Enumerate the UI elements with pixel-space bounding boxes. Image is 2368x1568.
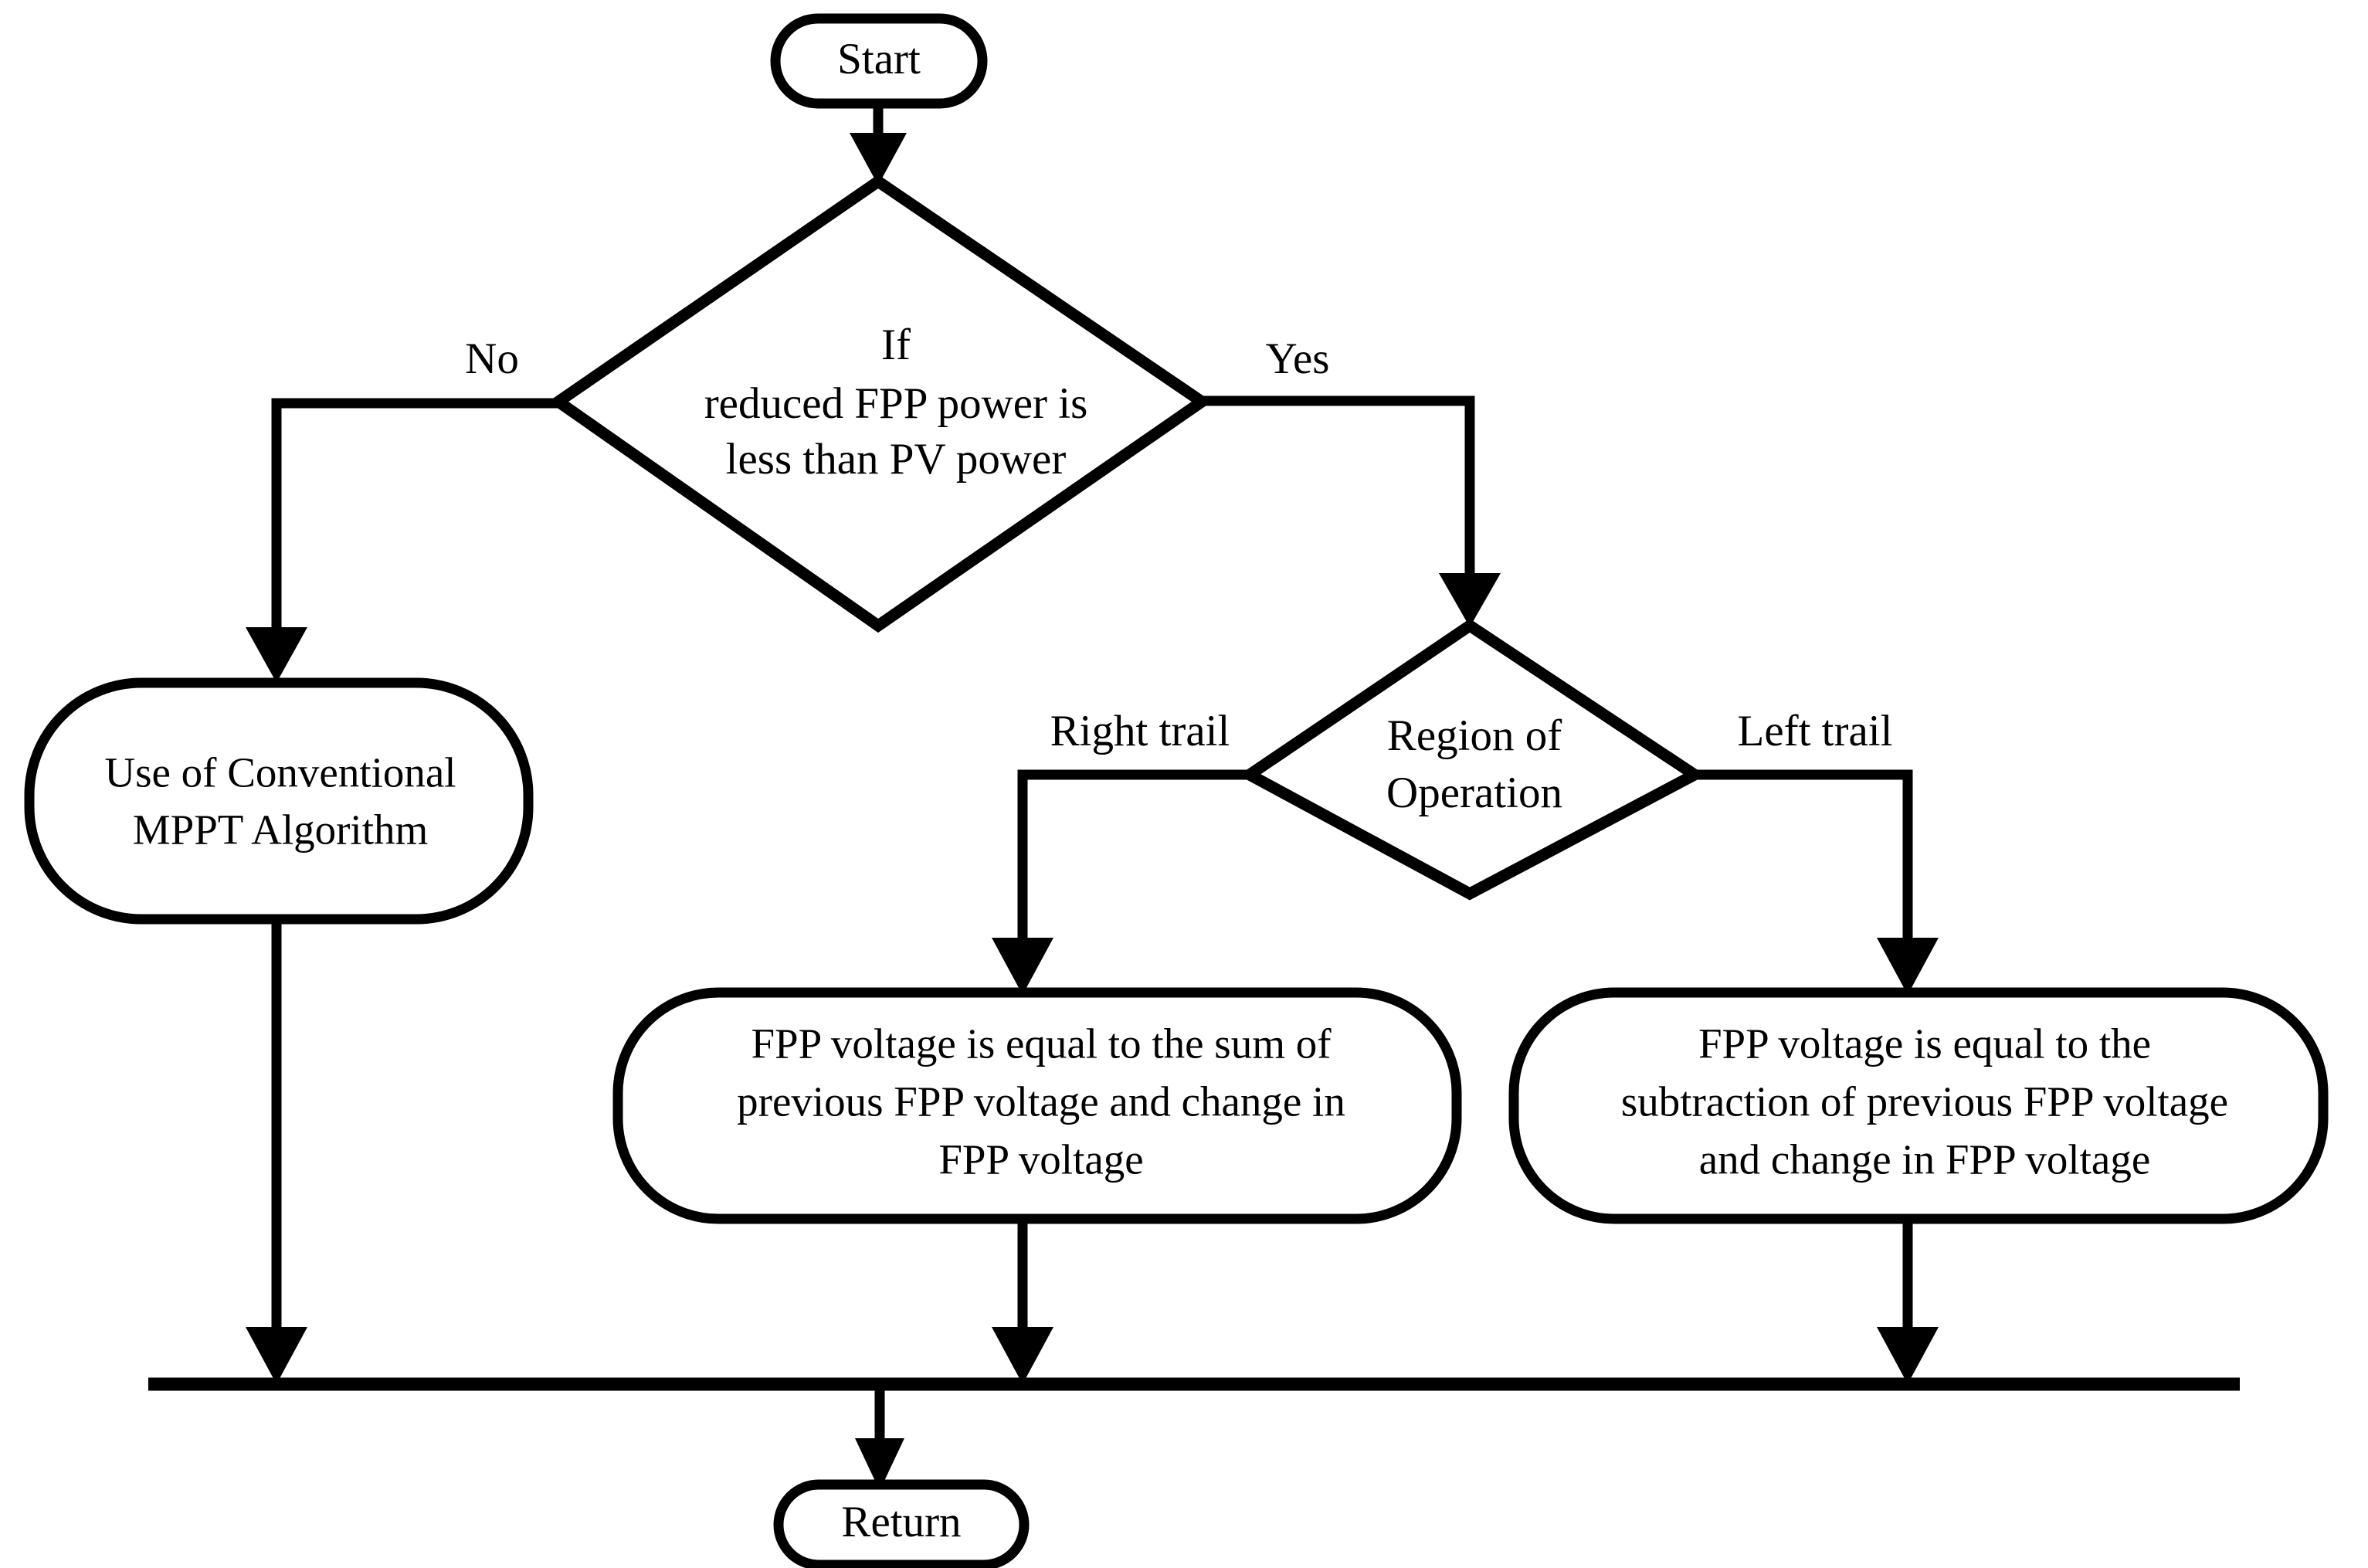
- edge-mppt-to-merge-bus: [246, 919, 307, 1384]
- sum-box-line-1: FPP voltage is equal to the sum of: [751, 1020, 1332, 1067]
- sub-box-line-3: and change in FPP voltage: [1699, 1136, 2151, 1183]
- sub-box-shape: [1508, 987, 2329, 1224]
- mppt-line-1: Use of Conventional: [104, 749, 456, 796]
- sum-box-shape: [612, 987, 1462, 1224]
- node-sum-box[interactable]: FPP voltage is equal to the sum of previ…: [612, 987, 1462, 1224]
- edge-left-trail-to-sub-box: [1692, 769, 1939, 995]
- edge-label-yes: Yes: [1266, 334, 1330, 383]
- edge-yes-to-decision-region: [1199, 395, 1501, 627]
- start-shape: [770, 13, 988, 109]
- node-start[interactable]: Start: [770, 13, 988, 109]
- edge-sum-box-to-merge-bus: [992, 1219, 1053, 1384]
- sum-box-line-2: previous FPP voltage and change in: [737, 1078, 1345, 1125]
- node-decision-region[interactable]: Region of Operation: [1238, 618, 1706, 901]
- mppt-line-2: MPPT Algorithm: [133, 806, 429, 854]
- edge-label-left-trail: Left trail: [1738, 707, 1893, 755]
- sub-box-line-2: subtraction of previous FPP voltage: [1621, 1078, 2228, 1125]
- decision-power-line-2: reduced FPP power is: [704, 379, 1088, 428]
- return-label: Return: [841, 1498, 961, 1546]
- return-shape: [773, 1479, 1030, 1568]
- sub-box-line-1: FPP voltage is equal to the: [1698, 1020, 2151, 1067]
- decision-power-shape: [548, 174, 1213, 633]
- decision-region-shape: [1238, 618, 1706, 901]
- mppt-shape: [24, 677, 534, 925]
- edge-merge-bus-to-return: [855, 1384, 904, 1491]
- edge-sub-box-to-merge-bus: [1877, 1219, 1939, 1384]
- node-return[interactable]: Return: [773, 1479, 1030, 1568]
- edge-no-to-mppt: [246, 398, 558, 683]
- node-sub-box[interactable]: FPP voltage is equal to the subtraction …: [1508, 987, 2329, 1224]
- decision-region-line-2: Operation: [1386, 769, 1562, 817]
- decision-region-line-1: Region of: [1387, 711, 1562, 760]
- decision-power-line-1: If: [881, 321, 911, 369]
- sum-box-line-3: FPP voltage: [938, 1136, 1143, 1183]
- node-mppt[interactable]: Use of Conventional MPPT Algorithm: [24, 677, 534, 925]
- node-decision-power[interactable]: If reduced FPP power is less than PV pow…: [548, 174, 1213, 633]
- start-label: Start: [837, 35, 921, 83]
- edge-label-no: No: [465, 334, 519, 383]
- edge-start-to-decision-power: [850, 103, 907, 185]
- edge-label-right-trail: Right trail: [1050, 707, 1230, 755]
- edge-right-trail-to-sum-box: [992, 769, 1250, 995]
- decision-power-line-3: less than PV power: [726, 435, 1067, 484]
